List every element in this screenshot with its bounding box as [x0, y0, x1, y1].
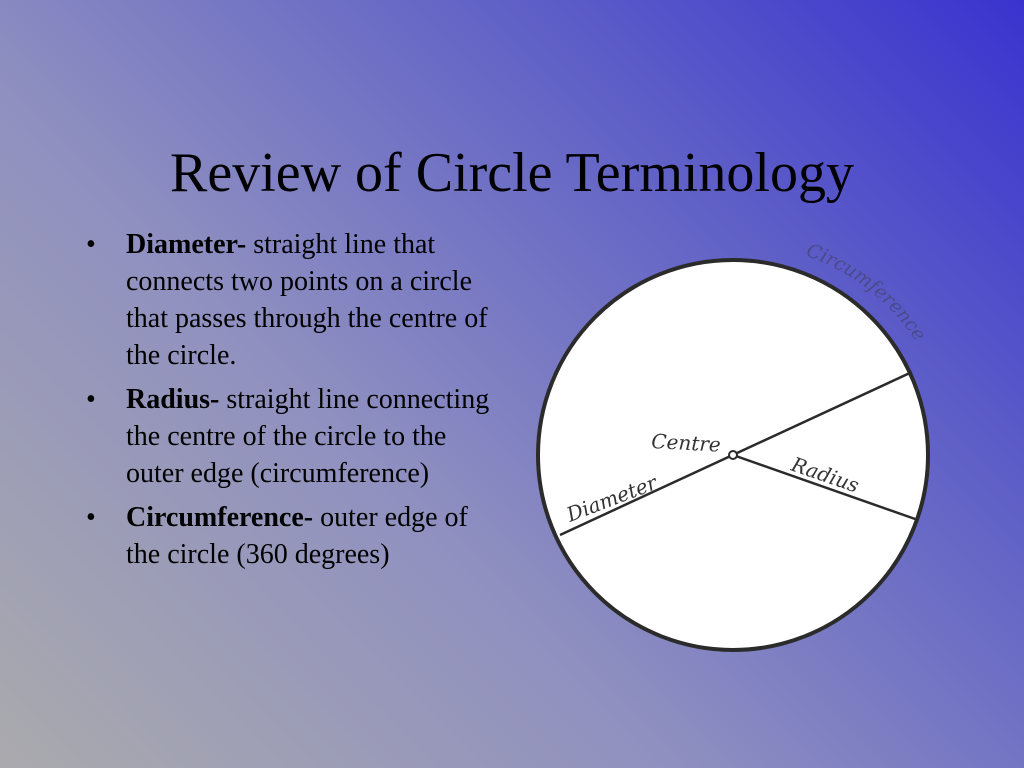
bullet-icon: •: [86, 502, 96, 533]
circle-diagram: Circumference Centre Radius Diameter: [536, 240, 930, 652]
bullet-item-circumference: • Circumference- outer edge of the circl…: [86, 499, 506, 573]
bullet-icon: •: [86, 384, 96, 415]
bullet-icon: •: [86, 229, 96, 260]
bullet-item-radius: • Radius- straight line connecting the c…: [86, 381, 506, 492]
term-circumference: Circumference-: [126, 502, 314, 533]
centre-label: Centre: [651, 429, 722, 457]
term-diameter: Diameter-: [126, 229, 247, 260]
definition-circumference: outer edge of the circle (360 degrees): [126, 502, 468, 570]
term-radius: Radius-: [126, 384, 220, 415]
definition-radius: straight line connecting the centre of t…: [126, 384, 490, 489]
bullet-list: • Diameter- straight line that connects …: [86, 226, 506, 580]
radius-line: [732, 453, 919, 522]
slide-title: Review of Circle Terminology: [169, 141, 854, 204]
bullet-item-diameter: • Diameter- straight line that connects …: [86, 226, 506, 374]
definition-diameter: straight line that connects two points o…: [126, 229, 488, 371]
centre-point: [728, 450, 738, 460]
